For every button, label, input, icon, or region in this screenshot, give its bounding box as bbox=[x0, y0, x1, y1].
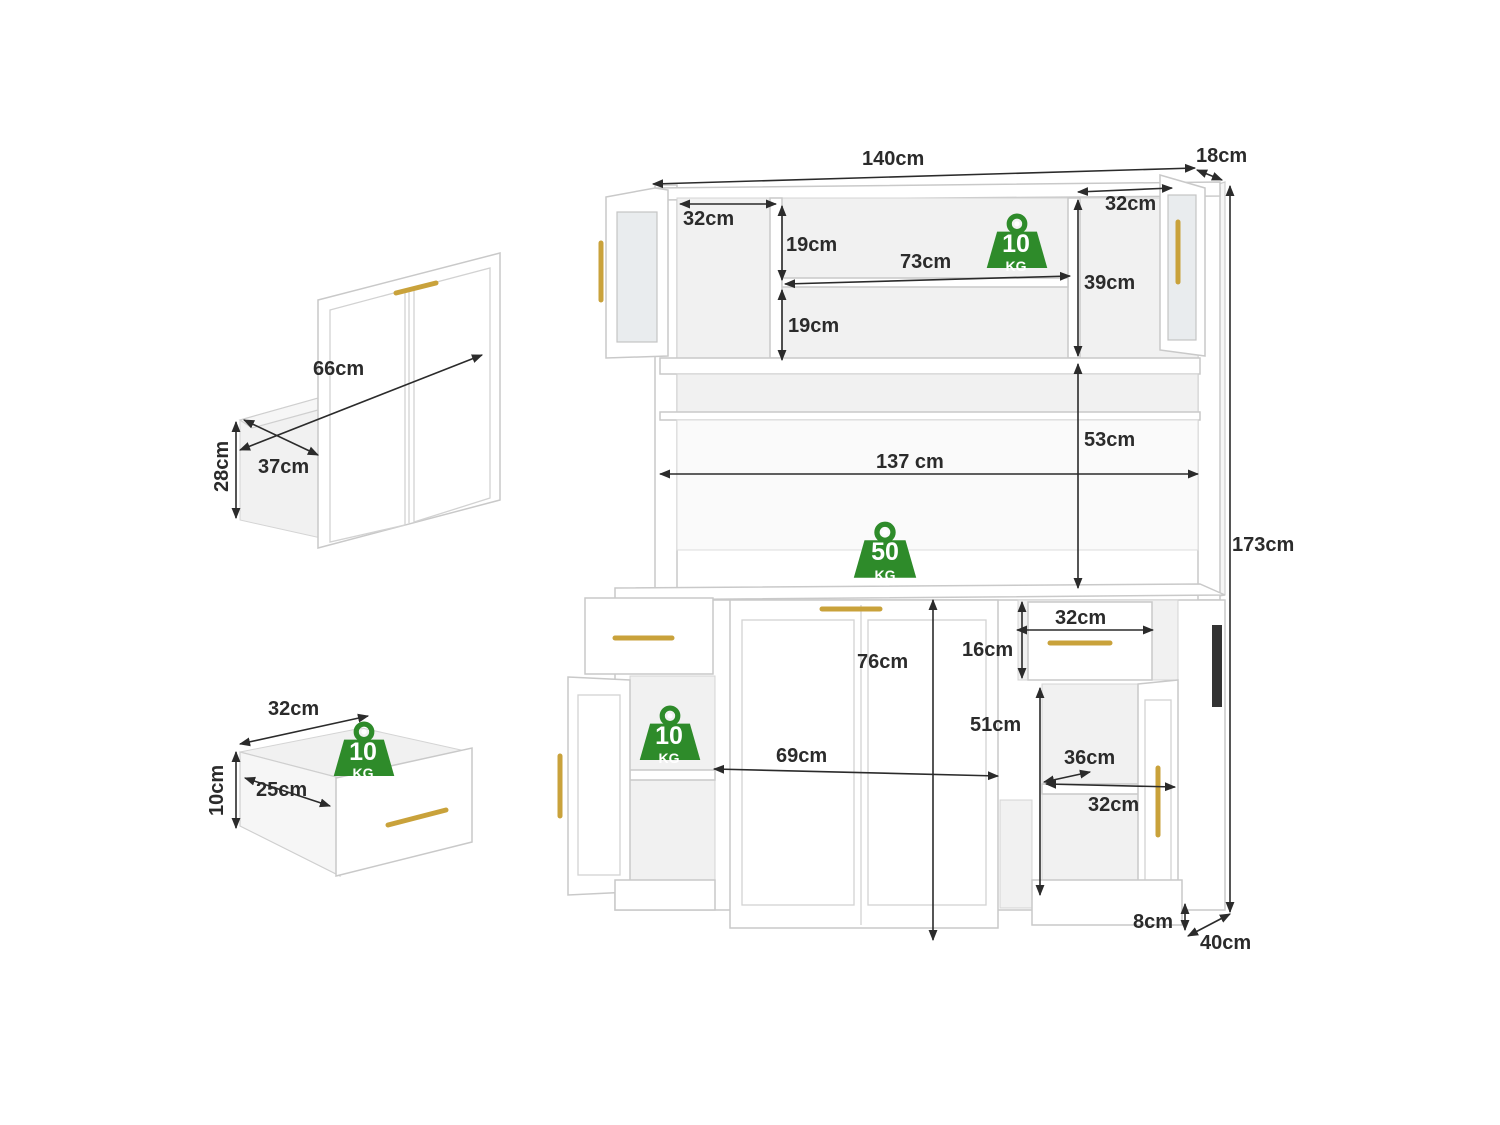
lower-shelf-load-badge: 10 KG bbox=[640, 708, 701, 766]
side-cabinet-width-label: 66cm bbox=[313, 358, 364, 380]
lower-left-height-label: 51cm bbox=[970, 714, 1021, 736]
power-outlet-strip bbox=[1212, 625, 1222, 707]
upper-left-width-label: 32cm bbox=[683, 208, 734, 230]
right-cabinet-depth-label: 36cm bbox=[1064, 747, 1115, 769]
counter-load-badge: 50 KG bbox=[854, 524, 916, 583]
side-cabinet-dimensions: 66cm 37cm 28cm bbox=[211, 354, 484, 520]
right-cabinet-width-label: 32cm bbox=[1088, 794, 1139, 816]
foot-height-label: 8cm bbox=[1133, 911, 1173, 933]
right-drawer-height-label: 16cm bbox=[962, 639, 1013, 661]
side-cabinet-depth-label: 37cm bbox=[258, 456, 309, 478]
lower-load-unit: KG bbox=[659, 750, 680, 766]
lower-shelf-width-label: 69cm bbox=[776, 745, 827, 767]
upper-right-height-label: 39cm bbox=[1084, 272, 1135, 294]
top-depth-label: 18cm bbox=[1196, 145, 1247, 167]
main-cabinet-dimension-labels: 140cm 18cm 173cm 40cm 8cm 32cm 32cm 19cm… bbox=[683, 145, 1294, 954]
upper-load-unit: KG bbox=[1006, 258, 1027, 274]
drawer-height-label: 10cm bbox=[206, 765, 228, 816]
open-space-width-label: 137 cm bbox=[876, 451, 944, 473]
drawer-width-label: 32cm bbox=[268, 698, 319, 720]
drawer-load-value: 10 bbox=[349, 738, 377, 766]
upper-right-width-label: 32cm bbox=[1105, 193, 1156, 215]
drawer-depth-label: 25cm bbox=[256, 779, 307, 801]
counter-load-value: 50 bbox=[871, 538, 899, 566]
base-depth-label: 40cm bbox=[1200, 932, 1251, 954]
drawer-load-unit: KG bbox=[353, 765, 374, 781]
cabinet-height-label: 173cm bbox=[1232, 534, 1294, 556]
upper-shelf-width-label: 73cm bbox=[900, 251, 951, 273]
side-cabinet-handle bbox=[393, 280, 439, 296]
center-door-height-label: 76cm bbox=[857, 651, 908, 673]
side-cabinet-height-label: 28cm bbox=[211, 441, 233, 492]
drawer-dimensions: 32cm 25cm 10cm bbox=[206, 698, 370, 830]
drawer-handle bbox=[385, 807, 449, 828]
cabinet-width-label: 140cm bbox=[862, 148, 924, 170]
main-cabinet-dimension-lines bbox=[651, 163, 1235, 942]
right-drawer-width-label: 32cm bbox=[1055, 607, 1106, 629]
upper-shelf-top-height-label: 19cm bbox=[786, 234, 837, 256]
upper-shelf-load-badge: 10 KG bbox=[987, 216, 1048, 274]
side-cabinet-illustration bbox=[238, 252, 501, 549]
upper-load-value: 10 bbox=[1002, 230, 1030, 258]
upper-shelf-bottom-height-label: 19cm bbox=[788, 315, 839, 337]
lower-load-value: 10 bbox=[655, 722, 683, 750]
counter-load-unit: KG bbox=[875, 567, 896, 583]
open-space-height-label: 53cm bbox=[1084, 429, 1135, 451]
